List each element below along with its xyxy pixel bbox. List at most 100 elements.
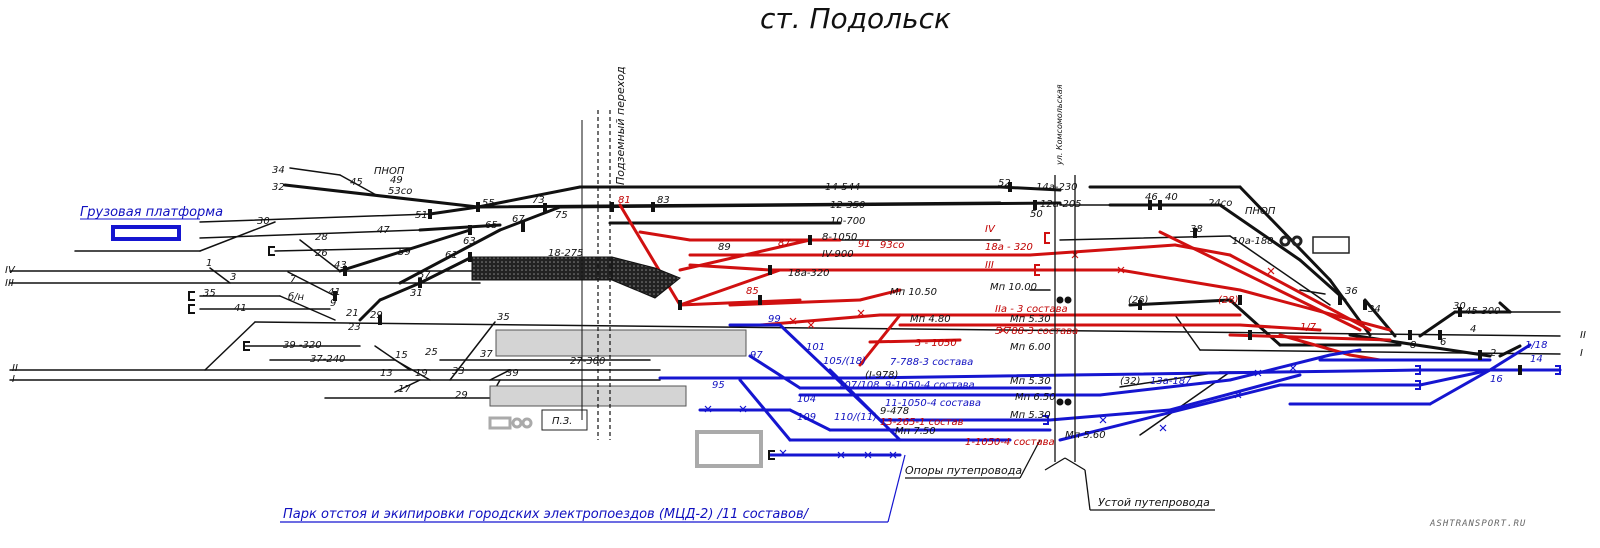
switch-number: 83 [657, 195, 670, 206]
switch-number: 47 [377, 225, 390, 236]
blue-99: 99 [768, 314, 781, 325]
track-I-left: I [12, 374, 15, 385]
switch-number: 1 [206, 258, 212, 269]
pz-label: П.З. [552, 416, 572, 427]
track-27-300: 27-300 [570, 356, 605, 367]
switch-number: 43 [334, 260, 347, 271]
underpass-lines [597, 110, 611, 440]
track-18-275: 18-275 [548, 248, 583, 259]
switch-number: 49 [390, 175, 403, 186]
blue-11-1050: 11-1050-4 состава [885, 398, 981, 409]
red-87: 87 [778, 238, 791, 249]
signal-dot-1 [1056, 296, 1064, 304]
track-32: 32 [272, 182, 285, 193]
switch-number: 40 [1165, 192, 1178, 203]
red-81: 81 [618, 195, 631, 206]
switch-number: 41 [328, 287, 341, 298]
red-28: (28) [1218, 295, 1239, 306]
track-41: 41 [234, 303, 247, 314]
track-45-300: 45-300 [1465, 306, 1500, 317]
gray-small-block [488, 416, 512, 430]
platform-hatched-taper [611, 256, 681, 299]
track-53co: 53со [388, 186, 412, 197]
switch-number: 73 [532, 195, 545, 206]
track-12-350: 12-350 [830, 200, 865, 211]
switch-number: 75 [555, 210, 568, 221]
cargo-platform-label: Грузовая платформа [80, 205, 223, 220]
switch-number: 35 [497, 312, 510, 323]
switch-number: 21 [346, 308, 359, 319]
switch-number: 34 [1368, 304, 1381, 315]
track-34: 34 [272, 165, 285, 176]
cargo-platform-block [111, 225, 181, 241]
switch-number: 38 [1190, 224, 1203, 235]
mn-4-80: Мп 4.80 [910, 314, 951, 325]
track-III-left: III [5, 278, 14, 289]
track-28: 28 [315, 232, 328, 243]
switch-number: 51 [415, 210, 428, 221]
track-30: 30 [257, 216, 270, 227]
blue-16: 16 [1490, 374, 1503, 385]
switch-number: 29 [370, 310, 383, 321]
blue-14: 14 [1530, 354, 1543, 365]
depot-leader [887, 454, 906, 523]
viaduct-abutment-label: Устой путепровода [1098, 496, 1210, 509]
watermark: ASHTRANSPORT.RU [1429, 519, 1526, 529]
signal-dot-2 [1064, 296, 1072, 304]
track-II-left: II [12, 363, 18, 374]
mn-6-50: Мп 6.50 [1015, 392, 1056, 403]
switch-number: 57 [418, 270, 431, 281]
blue-9-478: 9-478 [880, 406, 909, 417]
switch-number: 4 [1470, 324, 1476, 335]
joints [333, 182, 1522, 375]
switch-number: 9 [330, 298, 336, 309]
switch-number: 63 [463, 236, 476, 247]
red-93co: 93со [880, 240, 904, 251]
depot-building [695, 430, 763, 468]
platform-hatched [471, 256, 613, 281]
track-12a-205: 12а-205 [1040, 199, 1082, 210]
switch-number: 61 [445, 250, 458, 261]
switch-number: 15 [395, 350, 408, 361]
blue-1-978: (I-978) [865, 370, 898, 381]
blue-97: 97 [750, 350, 763, 361]
track-II-right: II [1580, 330, 1586, 341]
mn-7-50: Мп 7.50 [895, 426, 936, 437]
blue-32: (32) [1120, 376, 1141, 387]
gray-circle-2 [521, 417, 533, 429]
blue-101: 101 [806, 342, 825, 353]
track-8-1050: 8-1050 [822, 232, 857, 243]
switch-number: 36 [1345, 286, 1358, 297]
track-24co: 24со [1208, 198, 1232, 209]
mn-10-50: Мп 10.50 [890, 287, 937, 298]
red-1-7: 1/7 [1300, 322, 1317, 333]
platform-gray-upper [495, 329, 747, 357]
switch-number: 30 [1453, 301, 1466, 312]
blue-13-265: 13-265-1 состав [880, 417, 964, 428]
red-track-5-788: 5-788-3 состава [995, 326, 1078, 337]
blue-tracks [658, 323, 1562, 457]
pz-box [541, 409, 588, 431]
blue-105: 105/(18) [823, 356, 866, 367]
switch-number: 39 [506, 368, 519, 379]
platform-gray-lower [489, 385, 687, 407]
red-track-3-1050: 3 - 1050 [915, 338, 957, 349]
mn-5-30-b: Мп 5.30 [1010, 376, 1051, 387]
track-14-544: 14-544 [825, 182, 860, 193]
switch-number: 55 [482, 198, 495, 209]
mn-5-60: Мп 5.60 [1065, 430, 1106, 441]
switch-number: 52 [998, 178, 1011, 189]
street-label: ул. Комсомольская [1055, 84, 1064, 166]
switch-number: 19 [415, 368, 428, 379]
switch-number: 45 [350, 177, 363, 188]
blue-1-18: 1/18 [1525, 340, 1547, 351]
track-37-240: 37-240 [310, 354, 345, 365]
red-85: 85 [746, 286, 759, 297]
mn-5-30-c: Мп 5.30 [1010, 410, 1051, 421]
switch-number: 2 [1490, 348, 1496, 359]
red-track-18a-320: 18а - 320 [985, 242, 1033, 253]
switch-number: 65 [485, 220, 498, 231]
red-tracks [618, 203, 1392, 367]
